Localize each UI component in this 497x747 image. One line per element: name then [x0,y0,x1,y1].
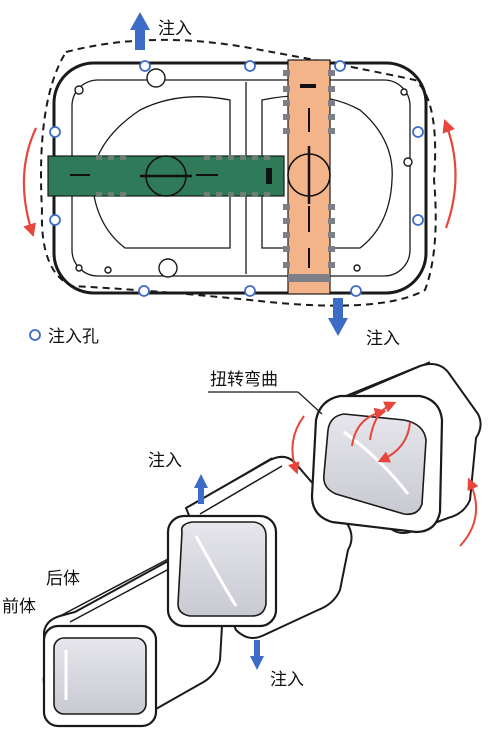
twist-leader-line-2 [297,391,323,415]
label-inject-right: 注入 [366,329,400,349]
rotation-arrow-2-icon [351,407,387,447]
label-front-body: 前体 [2,597,36,617]
deformed-outline [40,38,437,307]
label-inject-bottom: 注入 [270,670,304,690]
label-inject-mid: 注入 [148,451,182,471]
rotation-arrow-5-icon [459,477,479,547]
rotation-arrow-4-icon [369,401,397,441]
label-rear-body: 后体 [46,569,80,589]
label-inject-top: 注入 [158,19,192,39]
orange-bar [283,59,335,295]
injection-holes [49,60,424,297]
rotation-arrow-right-icon [442,119,457,229]
legend-hole-icon [29,329,41,341]
blue-arrow-up-icon [130,12,150,50]
rotation-arrow-left-icon [22,127,37,238]
segment-middle [166,455,353,639]
green-bar [47,155,285,197]
twist-sequence-diagram: 扭转弯曲 注入 注入 后体 前体 [2,361,482,728]
label-twist-bend: 扭转弯曲 [210,370,278,390]
segment-twisted [310,361,482,534]
blue-arrow-down-icon [328,298,348,336]
label-inject-hole: 注入孔 [48,327,99,347]
rotation-arrow-1-icon [288,415,305,475]
plate-holes [74,68,413,278]
top-view-diagram: 注入 注入 注入孔 [22,12,457,349]
blue-arrow-up-mid-icon [194,474,208,504]
rotation-arrow-3-icon [377,421,411,463]
blue-arrow-down-bottom-icon [250,640,264,670]
